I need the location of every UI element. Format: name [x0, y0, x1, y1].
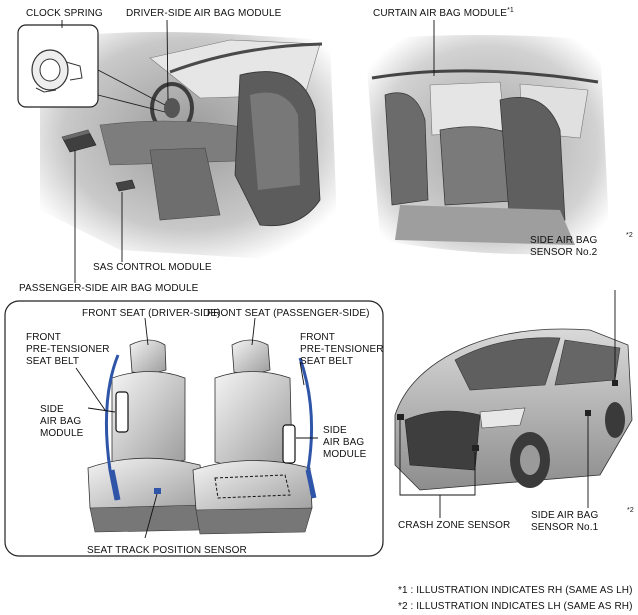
footnote-mark-2-top: *2 [626, 232, 633, 239]
front-seat-driver-side-label: FRONT SEAT (DRIVER-SIDE) [82, 308, 221, 319]
crash-zone-sensor-label: CRASH ZONE SENSOR [398, 520, 511, 531]
side-air-bag-sensor-no1-text: SIDE AIR BAG SENSOR No.1 [531, 510, 599, 533]
front-seats-illustration [4, 300, 384, 557]
curtain-air-bag-module-label: CURTAIN AIR BAG MODULE*1 [373, 7, 514, 20]
footnote-mark-2-bottom: *2 [627, 507, 634, 514]
driver-side-air-bag-module-label: DRIVER-SIDE AIR BAG MODULE [126, 8, 282, 19]
clock-spring-label: CLOCK SPRING [26, 8, 103, 19]
seat-leaders [75, 317, 318, 539]
front-pretensioner-seat-belt-right-label: FRONT PRE-TENSIONER SEAT BELT [300, 332, 384, 367]
curtain-air-bag-module-text: CURTAIN AIR BAG MODULE [373, 8, 508, 19]
side-air-bag-sensor-no2-label: SIDE AIR BAG SENSOR No.2 *2 [530, 232, 633, 259]
passenger-side-air-bag-module-label: PASSENGER-SIDE AIR BAG MODULE [19, 283, 199, 294]
vehicle-exterior-illustration [394, 328, 633, 491]
side-air-bag-module-right-label: SIDE AIR BAG MODULE [323, 425, 367, 460]
clock-spring-inset [17, 24, 166, 113]
curtain-interior-illustration [365, 20, 610, 255]
footnote-rh-same-as-lh: *1 : ILLUSTRATION INDICATES RH (SAME AS … [398, 585, 633, 596]
front-pretensioner-seat-belt-left-label: FRONT PRE-TENSIONER SEAT BELT [26, 332, 110, 367]
side-air-bag-sensor-no2-text: SIDE AIR BAG SENSOR No.2 [530, 235, 598, 258]
seat-track-position-sensor-label: SEAT TRACK POSITION SENSOR [87, 545, 247, 556]
front-interior-illustration [40, 32, 338, 259]
footnote-mark-1: *1 [507, 7, 514, 14]
front-seat-passenger-side-label: FRONT SEAT (PASSENGER-SIDE) [207, 308, 370, 319]
footnote-lh-same-as-rh: *2 : ILLUSTRATION INDICATES LH (SAME AS … [398, 601, 633, 612]
front-interior-leaders [61, 19, 169, 283]
side-air-bag-module-left-label: SIDE AIR BAG MODULE [40, 404, 84, 439]
side-air-bag-sensor-no1-label: SIDE AIR BAG SENSOR No.1 *2 [531, 507, 634, 534]
vehicle-leaders [399, 290, 616, 518]
sas-control-module-label: SAS CONTROL MODULE [93, 262, 212, 273]
